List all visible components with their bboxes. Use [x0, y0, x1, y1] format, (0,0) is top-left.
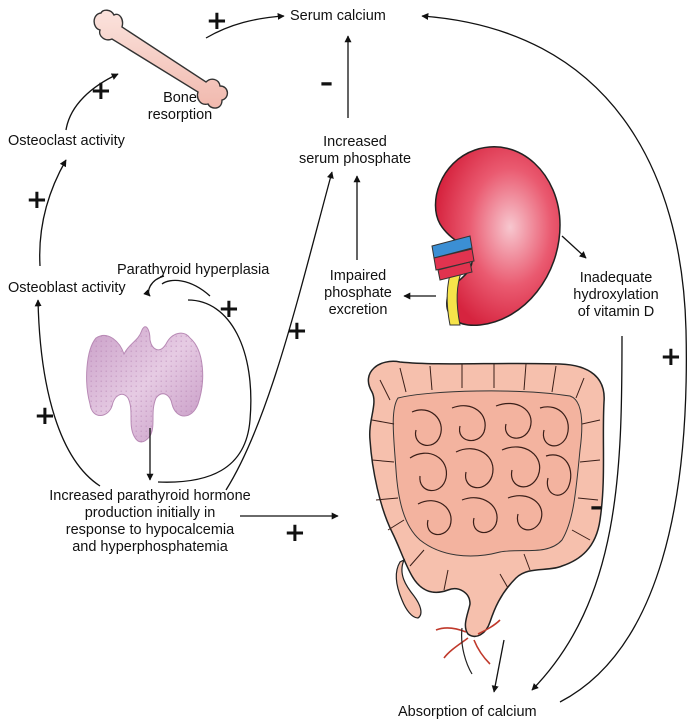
inadequate-vitd-line-1: Inadequate [579, 270, 653, 286]
plus-sign-absorption-to-calcium: + [660, 342, 682, 372]
kidney-illustration [431, 146, 561, 326]
bone-resorption-line-1: Bone [163, 90, 197, 106]
inadequate-vitd-line-3: of vitamin D [577, 304, 655, 320]
minus-sign-vitd-to-absorption: – [590, 492, 603, 522]
serum-calcium-label: Serum calcium [290, 8, 386, 24]
increased-serum-phosphate-label: Increased serum phosphate [290, 134, 420, 168]
pth-line-2: production initially in [84, 505, 216, 521]
osteoclast-activity-label: Osteoclast activity [8, 133, 125, 149]
plus-sign-pth-to-intestine: + [284, 518, 306, 548]
intestine-illustration [367, 360, 605, 675]
minus-sign-phosphate-to-calcium: – [320, 68, 333, 98]
increased-serum-phosphate-line-1: Increased [323, 134, 387, 150]
plus-sign-osteoblast-to-osteoclast: + [26, 185, 48, 215]
bone-illustration [93, 9, 229, 109]
plus-sign-hyperplasia-loop: + [218, 294, 240, 324]
plus-sign-osteoclast-to-resorption: + [90, 76, 112, 106]
pth-line-1: Increased parathyroid hormone [49, 488, 251, 504]
parathyroid-hyperplasia-label: Parathyroid hyperplasia [117, 262, 270, 278]
bone-resorption-line-2: resorption [147, 107, 213, 123]
impaired-phosphate-excretion-label: Impaired phosphate excretion [318, 268, 398, 319]
inadequate-vitd-line-2: hydroxylation [573, 287, 659, 303]
plus-sign-bone-to-calcium: + [206, 6, 228, 36]
pth-line-4: and hyperphosphatemia [72, 539, 228, 555]
inadequate-hydroxylation-label: Inadequate hydroxylation of vitamin D [556, 270, 676, 321]
osteoblast-activity-label: Osteoblast activity [8, 280, 126, 296]
pth-line-3: response to hypocalcemia [65, 522, 235, 538]
arrows [34, 12, 687, 703]
plus-sign-pth-to-osteoblast: + [34, 401, 56, 431]
increased-pth-label: Increased parathyroid hormone production… [30, 488, 270, 556]
plus-sign-pth-to-phosphate: + [286, 316, 308, 346]
parathyroid-gland-illustration [86, 326, 204, 443]
bone-resorption-label: Bone resorption [140, 90, 220, 124]
impaired-excretion-line-2: phosphate [324, 285, 392, 301]
absorption-of-calcium-label: Absorption of calcium [398, 704, 537, 720]
impaired-excretion-line-3: excretion [328, 302, 388, 318]
increased-serum-phosphate-line-2: serum phosphate [298, 151, 412, 167]
impaired-excretion-line-1: Impaired [329, 268, 387, 284]
